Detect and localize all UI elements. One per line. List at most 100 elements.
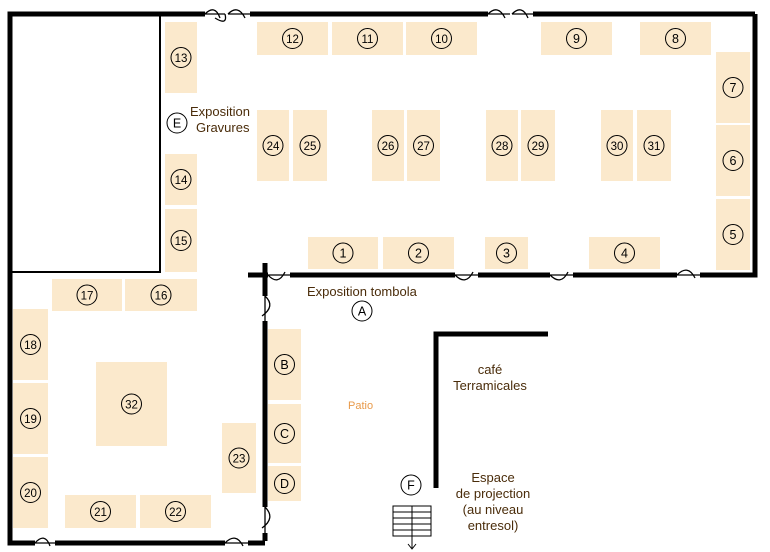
wall-west [7,11,205,546]
door-patio-a [261,295,271,321]
door-south-2 [454,271,478,281]
stand-number: 11 [362,34,374,46]
stand-number: 5 [730,228,737,242]
stand-28: 28 [486,110,518,181]
stand-5: 5 [716,199,750,270]
stand-box [383,237,454,269]
stand-number: 8 [672,32,679,46]
stand-number: 23 [233,454,246,466]
stand-box [268,404,301,463]
stand-number-circle [643,135,665,156]
stand-number-circle [165,501,186,522]
stand-number-circle [527,135,549,156]
stand-number-circle [274,473,295,494]
stand-number: 9 [573,32,580,46]
stand-number-circle [299,135,321,156]
stand-number-circle [614,242,635,264]
stand-number-circle [170,169,192,190]
stand-number-circle [722,224,744,245]
stand-number-circle [282,28,303,49]
stand-number-circle [408,242,429,264]
stand-29: 29 [521,110,555,181]
stand-box [165,22,197,93]
stand-box [486,110,518,181]
stand-number-circle [566,28,587,49]
door-south-corner [34,537,55,547]
stand-number: 25 [304,141,317,153]
stand-number: 10 [435,34,448,46]
stand-number: 22 [169,507,182,519]
marker-letter: E [173,117,181,131]
label-exposition-gravures: Exposition Gravures [190,104,250,136]
stand-11: 11 [332,22,403,55]
stand-number: 26 [382,141,395,153]
stand-number: 21 [94,507,107,519]
stand-24: 24 [257,110,289,181]
stand-box [165,209,197,272]
marker-letter: A [358,305,367,319]
stand-box [257,22,328,55]
stand-box [716,52,750,123]
door-corner [267,271,290,281]
stand-26: 26 [372,110,404,181]
stand-number: 4 [621,247,628,261]
stand-21: 21 [65,495,136,528]
stand-box [96,362,167,446]
marker-circle [400,474,422,496]
stand-number: 13 [175,53,188,65]
label-line: de projection [455,486,531,501]
stand-box [268,466,301,501]
stand-number-circle [20,334,41,355]
stand-number: 12 [286,34,299,46]
stand-number-circle [170,230,192,251]
stand-box [407,110,440,181]
stand-number: 16 [155,291,168,303]
stand-3: 3 [485,237,528,269]
stand-box [541,22,612,55]
stand-box [13,383,48,454]
stand-number-circle [332,242,354,264]
stand-box [640,22,711,55]
stand-number-circle [20,482,41,503]
stand-number-circle [491,135,513,156]
label-line: (au niveau [462,502,524,517]
stand-number-circle [665,28,686,49]
door-south-1 [549,271,573,281]
marker-circle [166,112,188,134]
stand-number-circle [357,28,378,49]
door-north-1 [204,9,227,22]
stand-box [716,125,750,196]
doors [34,9,700,547]
stand-number: B [280,358,288,372]
marker-e: E [166,112,188,134]
stand-box [716,199,750,270]
marker-f: F [400,474,422,496]
stand-number-circle [274,354,295,375]
stand-number-circle [431,28,452,49]
label-line: café [477,362,503,377]
stand-box [372,110,404,181]
label-line: Gravures [196,120,250,135]
stand-box [125,279,197,311]
label-cafe: café Terramicales [445,362,535,394]
stand-number: 1 [340,247,347,261]
stand-number-circle [170,47,192,68]
stand-20: 20 [13,457,48,528]
stand-number: 24 [267,141,280,153]
stand-12: 12 [257,22,328,55]
stand-8: 8 [640,22,711,55]
stand-22: 22 [140,495,211,528]
stand-box [65,495,136,528]
stand-number: 19 [24,414,37,426]
stand-number: D [280,477,289,491]
stand-16: 16 [125,279,197,311]
stand-box [257,110,289,181]
stand-number: 30 [611,141,624,153]
stand-25: 25 [293,110,327,181]
stairs-icon [392,505,432,550]
stand-box [589,237,660,269]
stand-box [165,154,197,205]
wall-cafe [433,331,548,488]
